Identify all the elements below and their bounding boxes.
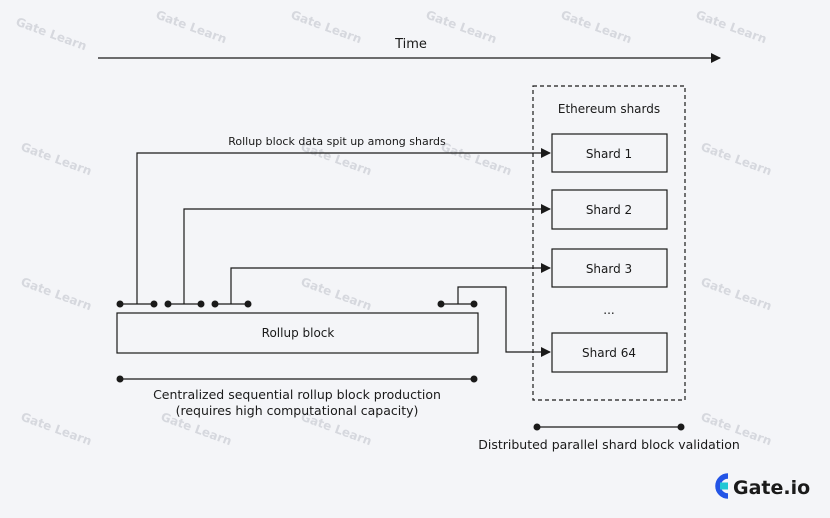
distributed-label: Distributed parallel shard block validat…: [478, 437, 740, 452]
range-dot: [470, 375, 478, 383]
watermark: Gate Learn: [694, 8, 769, 47]
watermark: Gate Learn: [14, 15, 89, 54]
shard-3-label: Shard 3: [586, 262, 632, 276]
shard-2-box: [551, 189, 668, 230]
rollup-block: [116, 312, 479, 354]
shard-3-box: [551, 248, 668, 288]
centralized-label-line2: (requires high computational capacity): [176, 403, 419, 418]
connector-shard-2: [183, 204, 551, 304]
shard-64-label: Shard 64: [582, 346, 636, 360]
shard-2-label: Shard 2: [586, 203, 632, 217]
watermark: Gate Learn: [699, 140, 774, 179]
watermark: Gate Learn: [699, 275, 774, 314]
watermark: Gate Learn: [289, 8, 364, 47]
shard-1-box: [551, 133, 668, 173]
range-dot: [533, 423, 541, 431]
gate-io-logo: Gate.io: [715, 473, 810, 499]
centralized-label-line1: Centralized sequential rollup block prod…: [153, 387, 441, 402]
segment-dots: [116, 300, 478, 308]
connector-shard-1: [136, 148, 551, 304]
range-dot: [116, 375, 124, 383]
time-label: Time: [394, 37, 427, 52]
shard-1-label: Shard 1: [586, 147, 632, 161]
brand-name: Gate.io: [733, 477, 810, 499]
rollup-split-label: Rollup block data spit up among shards: [228, 135, 446, 148]
watermark: Gate Learn: [424, 8, 499, 47]
watermark: Gate Learn: [19, 410, 94, 449]
connector-shard-3: [230, 263, 551, 304]
watermark-pattern: Gate Learn Gate Learn Gate Learn Gate Le…: [14, 8, 774, 449]
watermark: Gate Learn: [154, 8, 229, 47]
watermark: Gate Learn: [299, 275, 374, 314]
gate-logo-icon: [715, 473, 729, 499]
ethereum-shards-label: Ethereum shards: [558, 102, 660, 116]
watermark: Gate Learn: [559, 8, 634, 47]
watermark: Gate Learn: [19, 140, 94, 179]
rollup-block-label: Rollup block: [262, 326, 335, 340]
watermark: Gate Learn: [19, 275, 94, 314]
ethereum-shards-group: [532, 85, 686, 401]
shard-ellipsis: ...: [603, 303, 614, 317]
connector-shard-64: [457, 286, 551, 357]
watermark: Gate Learn: [439, 140, 514, 179]
shard-64-box: [551, 332, 668, 373]
range-dot: [677, 423, 685, 431]
